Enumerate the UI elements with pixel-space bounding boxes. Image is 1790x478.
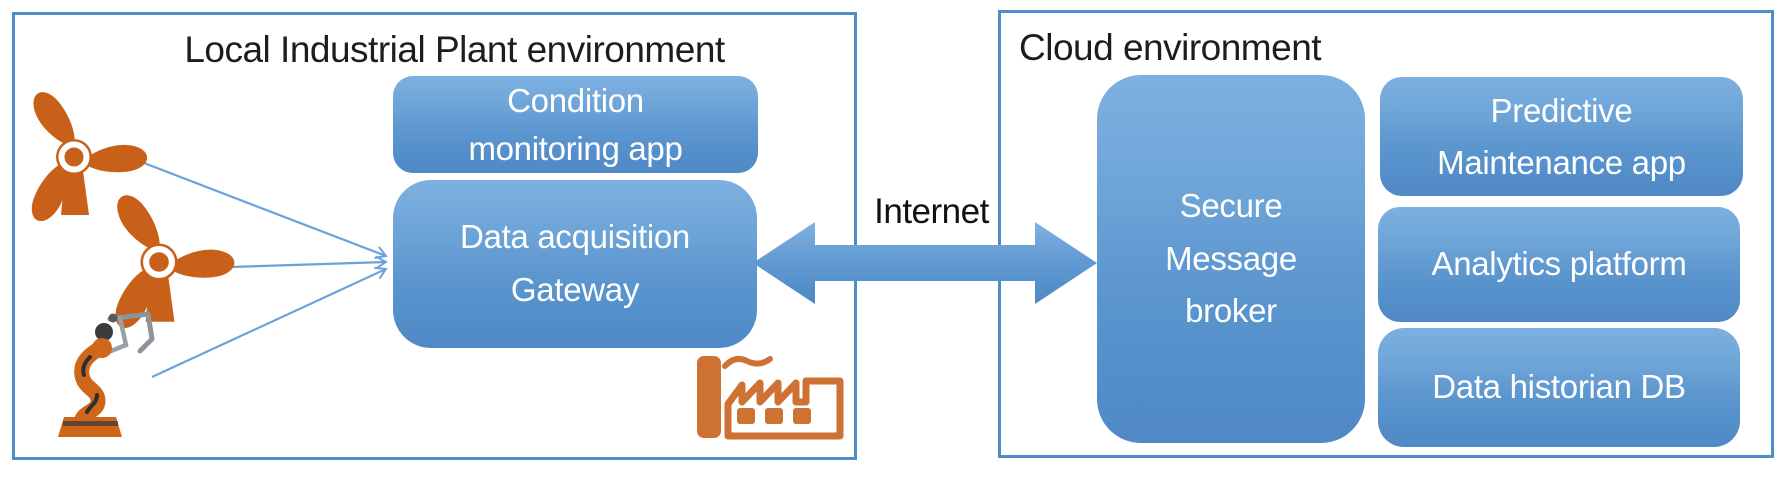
plant-panel-title: Local Industrial Plant environment <box>184 29 725 70</box>
condition-monitoring-label-line2: monitoring app <box>468 129 683 167</box>
secure-message-broker-box: Secure Message broker <box>1097 75 1365 443</box>
historian-label: Data historian DB <box>1432 368 1686 406</box>
condition-monitoring-box: Condition monitoring app <box>393 76 758 173</box>
predictive-label-line2: Maintenance app <box>1437 143 1686 181</box>
broker-label-line3: broker <box>1185 292 1277 330</box>
analytics-label: Analytics platform <box>1431 245 1687 283</box>
broker-label-line1: Secure <box>1179 186 1283 224</box>
predictive-label-line1: Predictive <box>1490 92 1633 130</box>
internet-label: Internet <box>874 192 989 231</box>
predictive-maintenance-box: Predictive Maintenance app <box>1380 77 1743 196</box>
gateway-label-line1: Data acquisition <box>459 218 690 256</box>
cloud-panel-title: Cloud environment <box>1019 27 1322 68</box>
data-historian-db-box: Data historian DB <box>1378 328 1740 447</box>
condition-monitoring-label-line1: Condition <box>507 81 644 119</box>
analytics-platform-box: Analytics platform <box>1378 207 1740 322</box>
data-acquisition-gateway-box: Data acquisition Gateway <box>393 180 757 348</box>
gateway-label-line2: Gateway <box>510 271 640 308</box>
broker-label-line2: Message <box>1165 239 1297 277</box>
